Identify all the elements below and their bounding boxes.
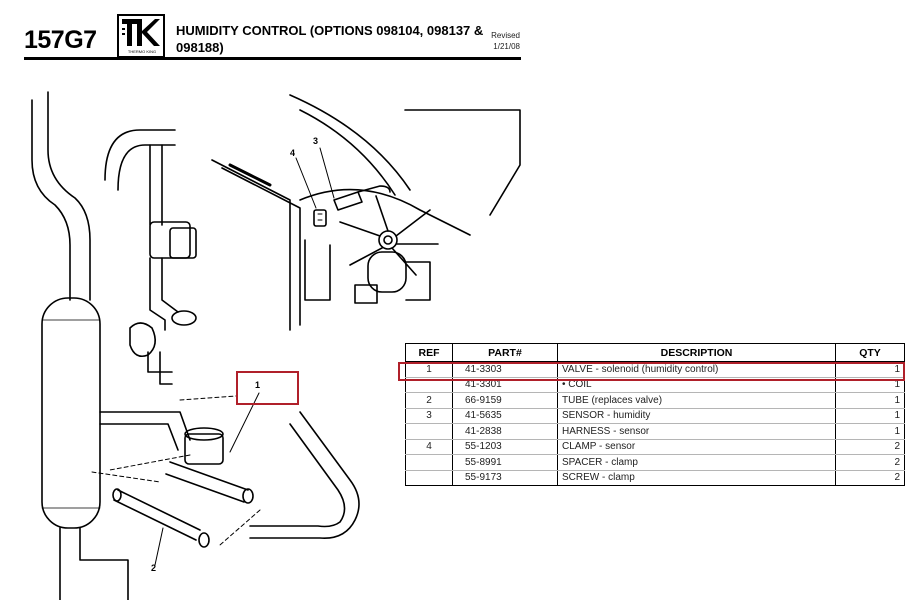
cell-description: SCREW - clamp bbox=[557, 470, 836, 486]
cell-part: 41-5635 bbox=[452, 408, 558, 424]
cell-description: SPACER - clamp bbox=[557, 454, 836, 471]
cell-description: CLAMP - sensor bbox=[557, 439, 836, 455]
cell-ref bbox=[405, 423, 453, 440]
column-header-ref: REF bbox=[405, 343, 453, 362]
cell-description: VALVE - solenoid (humidity control) bbox=[557, 361, 836, 378]
highlight-callout-box bbox=[236, 371, 299, 405]
cell-description: SENSOR - humidity bbox=[557, 408, 836, 424]
table-row: 1 41-3303 VALVE - solenoid (humidity con… bbox=[405, 361, 905, 378]
table-row: 4 55-1203 CLAMP - sensor 2 bbox=[405, 439, 905, 455]
cell-description: • COIL bbox=[557, 377, 836, 393]
cell-part: 55-8991 bbox=[452, 454, 558, 471]
cell-qty: 1 bbox=[835, 361, 905, 378]
cell-part: 55-1203 bbox=[452, 439, 558, 455]
cell-qty: 2 bbox=[835, 454, 905, 471]
cell-part: 41-3301 bbox=[452, 377, 558, 393]
parts-table: REF PART# DESCRIPTION QTY 1 41-3303 VALV… bbox=[405, 343, 905, 486]
cell-part: 55-9173 bbox=[452, 470, 558, 486]
callout-label-1: 1 bbox=[255, 380, 261, 390]
cell-part: 41-3303 bbox=[452, 361, 558, 378]
cell-ref bbox=[405, 454, 453, 471]
column-header-description: DESCRIPTION bbox=[557, 343, 836, 362]
table-row: 55-9173 SCREW - clamp 2 bbox=[405, 470, 905, 486]
table-row: 41-3301 • COIL 1 bbox=[405, 377, 905, 393]
page-header: 157G7 THERMO KING HUMIDITY CONTROL (OPTI… bbox=[0, 0, 906, 70]
cell-ref: 3 bbox=[405, 408, 453, 424]
table-header-row: REF PART# DESCRIPTION QTY bbox=[405, 343, 905, 362]
cell-ref bbox=[405, 377, 453, 393]
revised-date: 1/21/08 bbox=[493, 42, 520, 51]
exploded-parts-diagram bbox=[31, 91, 521, 600]
cell-description: TUBE (replaces valve) bbox=[557, 392, 836, 409]
revision-info: Revised 1/21/08 bbox=[470, 30, 520, 52]
cell-qty: 2 bbox=[835, 439, 905, 455]
callout-label-4: 4 bbox=[290, 148, 296, 158]
column-header-part: PART# bbox=[452, 343, 558, 362]
page-code: 157G7 bbox=[24, 26, 97, 54]
callout-label-2: 2 bbox=[151, 563, 157, 573]
cell-ref: 4 bbox=[405, 439, 453, 455]
cell-part: 41-2838 bbox=[452, 423, 558, 440]
logo-subtext: THERMO KING bbox=[127, 49, 157, 54]
cell-description: HARNESS - sensor bbox=[557, 423, 836, 440]
cell-part: 66-9159 bbox=[452, 392, 558, 409]
cell-qty: 1 bbox=[835, 408, 905, 424]
table-row: 55-8991 SPACER - clamp 2 bbox=[405, 454, 905, 471]
callout-label-3: 3 bbox=[313, 136, 319, 146]
tk-logo-icon bbox=[122, 19, 160, 46]
cell-qty: 2 bbox=[835, 470, 905, 486]
revised-label: Revised bbox=[491, 31, 520, 40]
cell-qty: 1 bbox=[835, 377, 905, 393]
cell-ref: 1 bbox=[405, 361, 453, 378]
thermo-king-logo: THERMO KING bbox=[117, 14, 165, 58]
cell-ref: 2 bbox=[405, 392, 453, 409]
column-header-qty: QTY bbox=[835, 343, 905, 362]
table-row: 41-2838 HARNESS - sensor 1 bbox=[405, 423, 905, 440]
table-row: 2 66-9159 TUBE (replaces valve) 1 bbox=[405, 392, 905, 409]
cell-ref bbox=[405, 470, 453, 486]
page-title: HUMIDITY CONTROL (OPTIONS 098104, 098137… bbox=[176, 23, 484, 55]
cell-qty: 1 bbox=[835, 423, 905, 440]
table-row: 3 41-5635 SENSOR - humidity 1 bbox=[405, 408, 905, 424]
header-rule bbox=[24, 57, 521, 60]
cell-qty: 1 bbox=[835, 392, 905, 409]
